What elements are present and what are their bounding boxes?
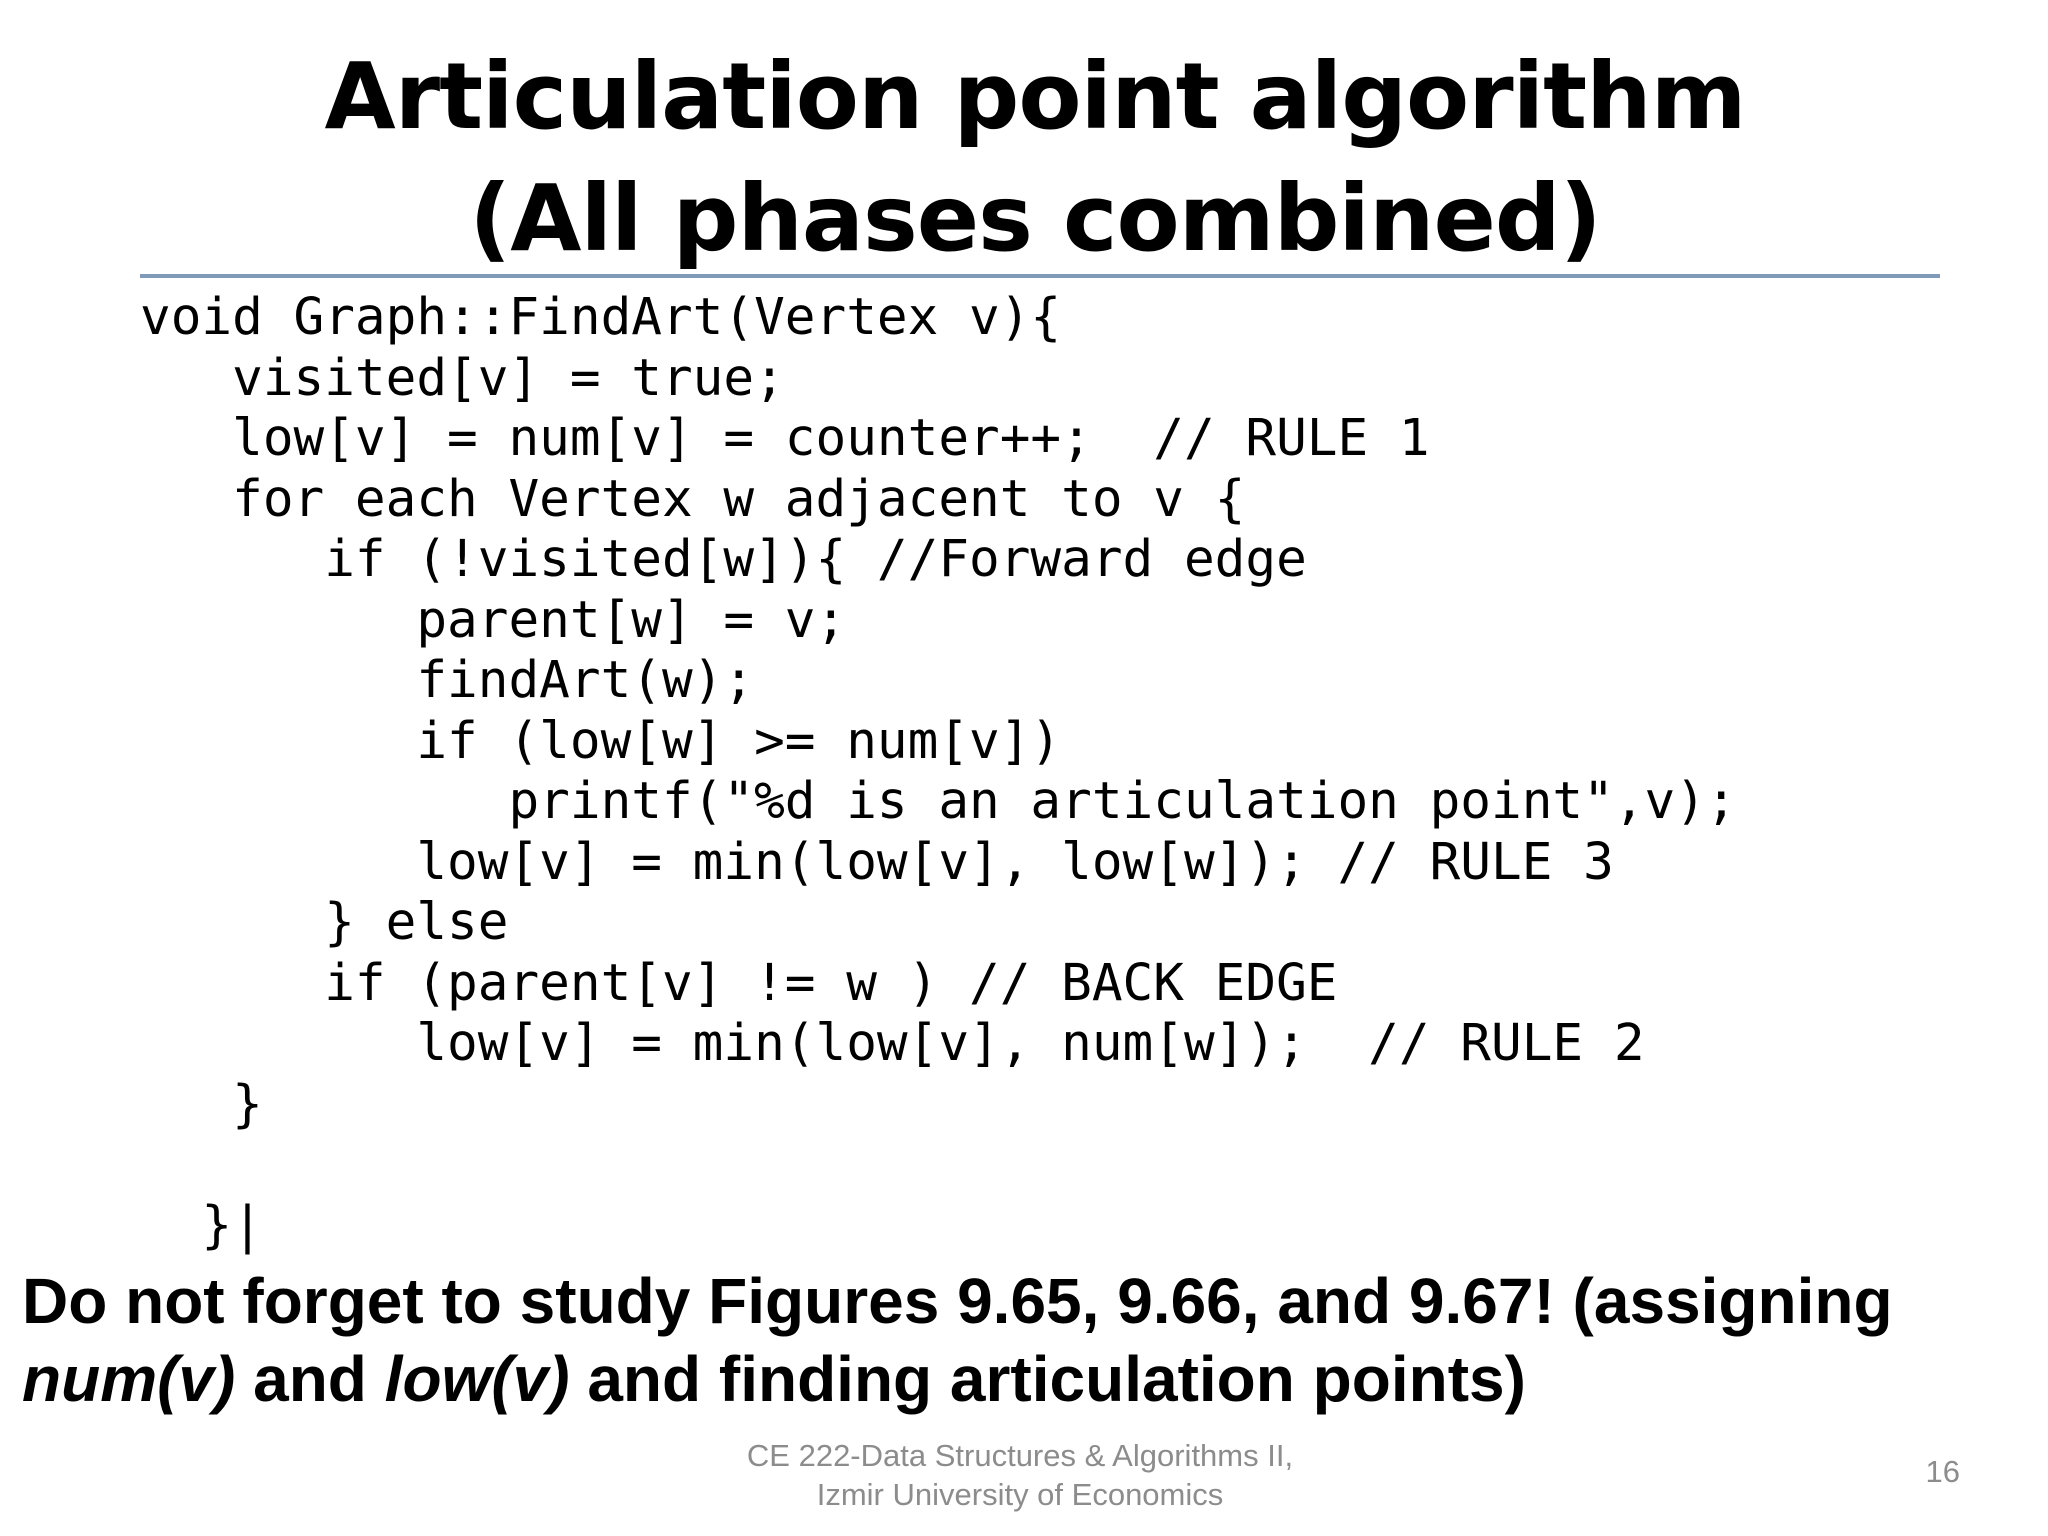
study-note-part-2: and	[235, 1343, 385, 1415]
code-line-15	[140, 1135, 1737, 1196]
code-line-9: printf("%d is an articulation point",v);	[140, 772, 1737, 831]
study-note-num-v: num(v)	[22, 1343, 236, 1415]
study-note-part-1: Do not forget to study Figures 9.65, 9.6…	[22, 1265, 1893, 1337]
code-line-11: } else	[140, 893, 509, 952]
code-line-14: }	[140, 1074, 263, 1134]
study-note-part-3: and finding articulation points)	[569, 1343, 1526, 1415]
code-line-7: findArt(w);	[140, 651, 755, 710]
code-block: void Graph::FindArt(Vertex v){ visited[v…	[140, 288, 1737, 1256]
slide-title-line-2: (All phases combined)	[469, 165, 1602, 272]
title-underline-divider	[140, 274, 1940, 278]
code-line-12: if (parent[v] != w ) // BACK EDGE	[140, 953, 1338, 1013]
footer-university-line: Izmir University of Economics	[816, 1477, 1224, 1512]
slide-page-number: 16	[1925, 1454, 1960, 1489]
slide-title-line-1: Articulation point algorithm	[324, 43, 1747, 150]
code-line-16: }|	[140, 1195, 263, 1255]
footer-course-line: CE 222-Data Structures & Algorithms II,	[746, 1438, 1294, 1473]
code-line-5: if (!visited[w]){ //Forward edge	[140, 530, 1307, 589]
slide-title: Articulation point algorithm (All phases…	[140, 36, 1930, 280]
code-line-8: if (low[w] >= num[v])	[140, 711, 1062, 771]
slide-footer: CE 222-Data Structures & Algorithms II, …	[620, 1436, 1420, 1514]
code-line-2: visited[v] = true;	[140, 348, 785, 408]
study-note-low-v: low(v)	[384, 1343, 570, 1415]
study-note: Do not forget to study Figures 9.65, 9.6…	[22, 1262, 2032, 1418]
code-line-6: parent[w] = v;	[140, 590, 847, 650]
code-line-3: low[v] = num[v] = counter++; // RULE 1	[140, 409, 1430, 468]
code-line-10: low[v] = min(low[v], low[w]); // RULE 3	[140, 832, 1614, 892]
code-line-13: low[v] = min(low[v], num[w]); // RULE 2	[140, 1014, 1645, 1073]
code-line-4: for each Vertex w adjacent to v {	[140, 469, 1246, 529]
code-line-1: void Graph::FindArt(Vertex v){	[140, 288, 1062, 347]
